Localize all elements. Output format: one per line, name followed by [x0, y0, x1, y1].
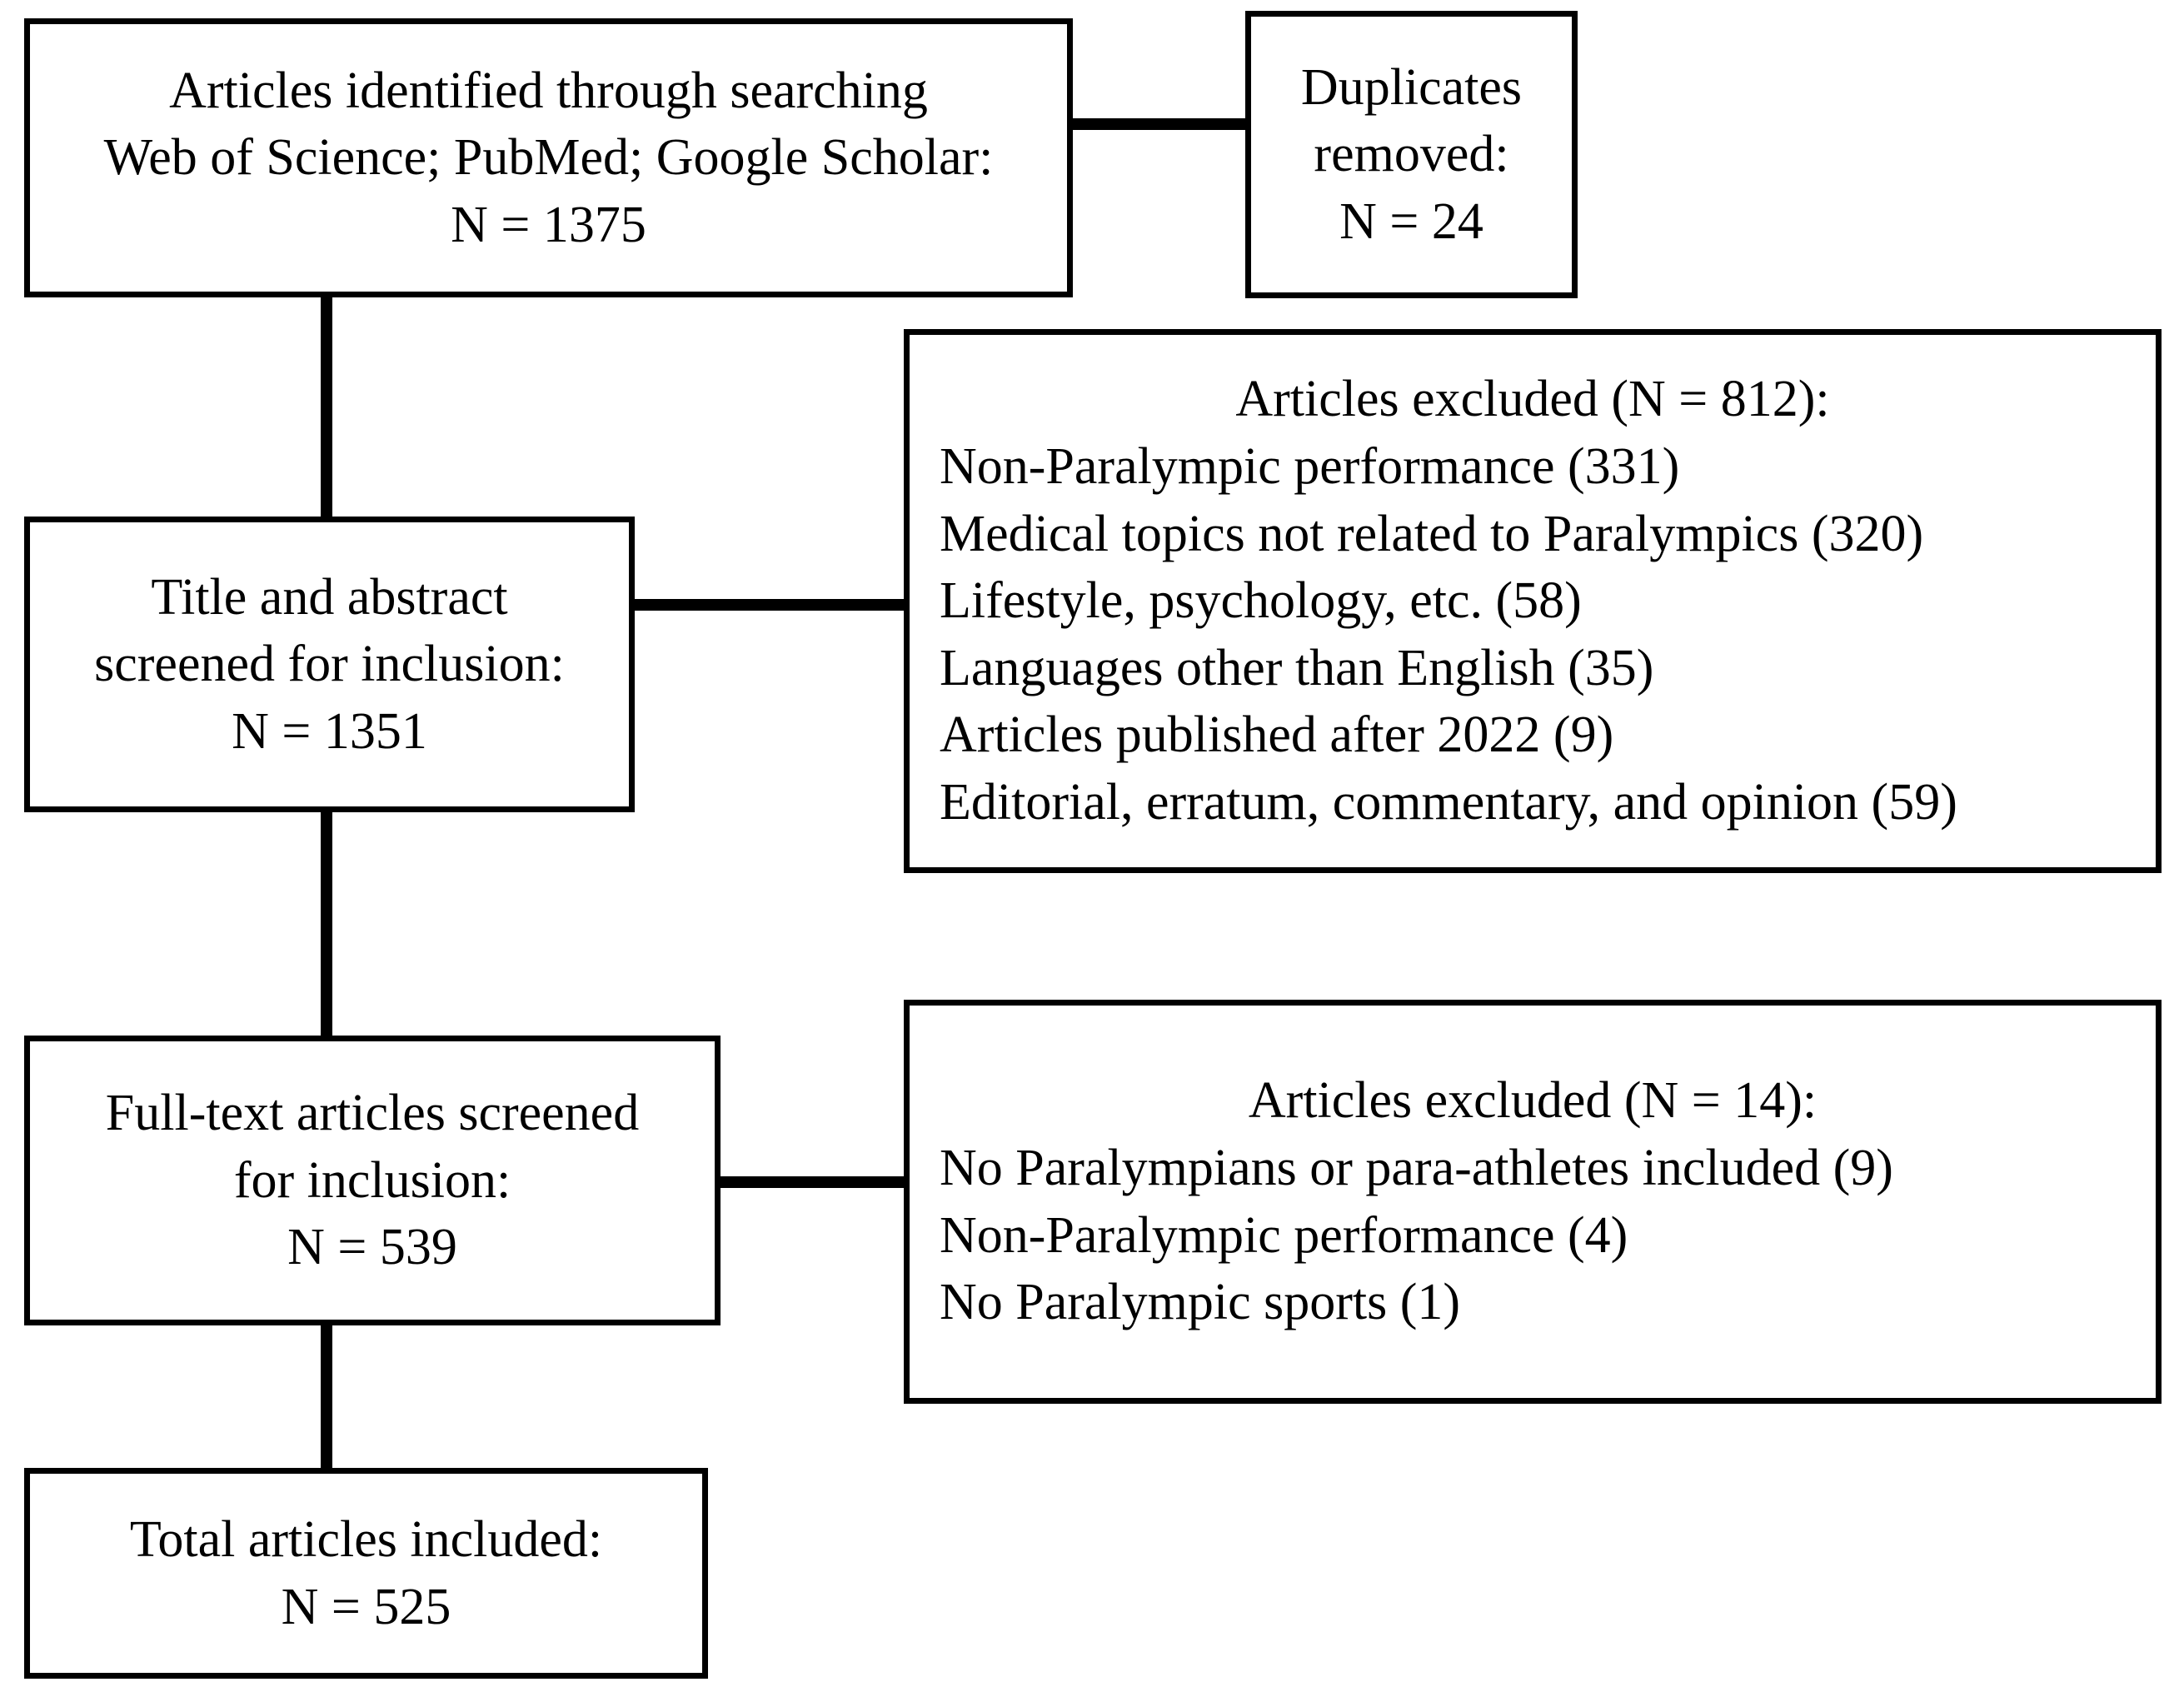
- title-abstract-screened-line-2: screened for inclusion:: [94, 636, 565, 693]
- duplicates-removed-line-1: Duplicates: [1300, 58, 1523, 116]
- excluded-screening-reason-5: Articles published after 2022 (9): [940, 706, 1614, 764]
- articles-identified-line-2: Web of Science; PubMed; Google Scholar:: [103, 129, 994, 187]
- total-articles-included-count: N = 525: [281, 1578, 451, 1635]
- title-abstract-screened-line-1: Title and abstract: [151, 568, 508, 626]
- excluded-fulltext-heading: Articles excluded (N = 14):: [1248, 1072, 1818, 1130]
- articles-identified-count: N = 1375: [451, 196, 646, 253]
- connector-screened-to-excluded-screening: [629, 599, 910, 611]
- box-fulltext-screened: Full-text articles screened for inclusio…: [24, 1036, 721, 1325]
- box-articles-excluded-screening: Articles excluded (N = 812): Non-Paralym…: [904, 329, 2162, 873]
- excluded-screening-reason-1: Non-Paralympic performance (331): [940, 438, 1680, 496]
- box-duplicates-removed: Duplicates removed: N = 24: [1245, 11, 1578, 298]
- articles-identified-line-1: Articles identified through searching: [169, 62, 928, 119]
- connector-identified-to-screened: [321, 292, 332, 522]
- connector-fulltext-to-total: [321, 1320, 332, 1474]
- duplicates-removed-count: N = 24: [1339, 192, 1483, 250]
- fulltext-screened-line-2: for inclusion:: [233, 1151, 511, 1209]
- box-articles-excluded-fulltext: Articles excluded (N = 14): No Paralympi…: [904, 1000, 2162, 1404]
- excluded-screening-reason-6: Editorial, erratum, commentary, and opin…: [940, 773, 1957, 831]
- total-articles-included-label: Total articles included:: [129, 1510, 603, 1568]
- excluded-screening-heading: Articles excluded (N = 812):: [1235, 371, 1830, 428]
- excluded-fulltext-reason-1: No Paralympians or para-athletes include…: [940, 1139, 1893, 1196]
- duplicates-removed-line-2: removed:: [1314, 126, 1509, 183]
- connector-screened-to-fulltext: [321, 806, 332, 1041]
- excluded-fulltext-reason-2: Non-Paralympic performance (4): [940, 1206, 1628, 1264]
- box-title-abstract-screened: Title and abstract screened for inclusio…: [24, 517, 635, 812]
- excluded-screening-reason-2: Medical topics not related to Paralympic…: [940, 505, 1924, 562]
- fulltext-screened-line-1: Full-text articles screened: [105, 1085, 640, 1142]
- connector-identified-to-duplicates: [1067, 118, 1251, 130]
- box-articles-identified: Articles identified through searching We…: [24, 18, 1073, 297]
- title-abstract-screened-count: N = 1351: [232, 702, 427, 760]
- excluded-fulltext-reason-3: No Paralympic sports (1): [940, 1274, 1461, 1331]
- excluded-screening-reason-4: Languages other than English (35): [940, 639, 1654, 696]
- fulltext-screened-count: N = 539: [287, 1219, 457, 1276]
- connector-fulltext-to-excluded-fulltext: [715, 1176, 910, 1188]
- box-total-articles-included: Total articles included: N = 525: [24, 1468, 708, 1679]
- excluded-screening-reason-3: Lifestyle, psychology, etc. (58): [940, 572, 1582, 630]
